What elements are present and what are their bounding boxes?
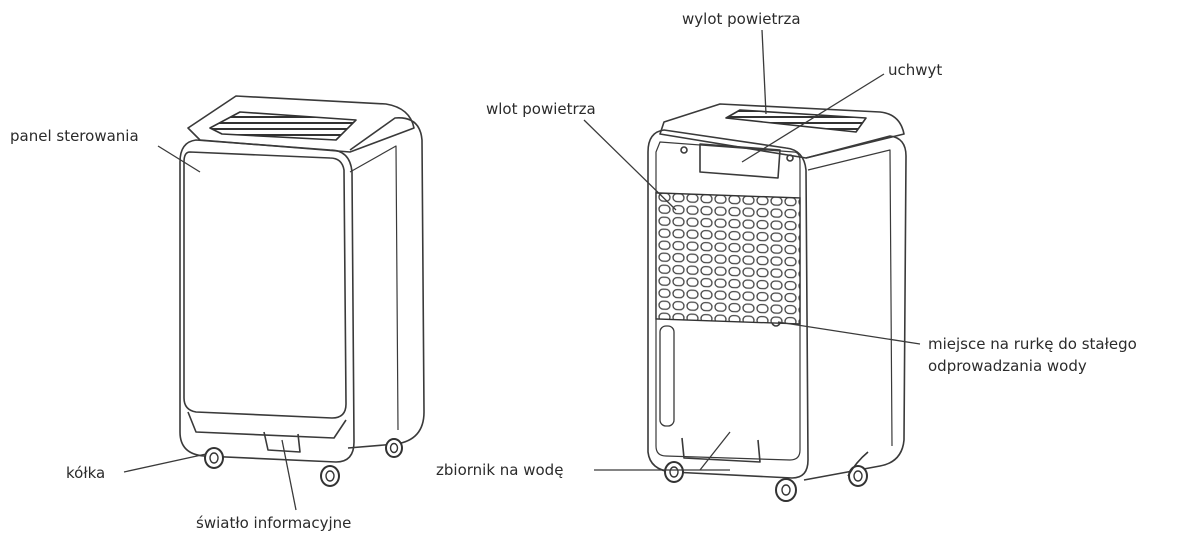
leader-control-panel [157, 145, 201, 173]
front-unit [179, 95, 425, 463]
label-wheels: kółka [66, 464, 106, 482]
rear-top-vent [725, 109, 867, 133]
label-air-outlet: wylot powietrza [682, 10, 801, 28]
rear-tank-handle [681, 437, 761, 463]
front-panel [183, 151, 347, 419]
leader-air-outlet [761, 29, 767, 115]
leader-air-inlet [583, 119, 677, 211]
leader-handle [741, 73, 885, 163]
rear-wheels [664, 461, 868, 502]
rear-handle-recess [699, 143, 781, 179]
rear-tank-window [659, 325, 675, 427]
power-cord [847, 451, 869, 477]
front-top-vent [209, 111, 357, 141]
label-drain-hose-line2: odprowadzania wody [928, 357, 1087, 375]
label-drain-hose-line1: miejsce na rurkę do stałego [928, 335, 1137, 353]
label-water-tank: zbiornik na wodę [436, 461, 564, 479]
rear-intake-grille [655, 192, 801, 325]
rear-unit-top [659, 103, 905, 159]
leader-drain-hose [777, 321, 921, 345]
label-control-panel: panel sterowania [10, 127, 139, 145]
rear-unit-side [803, 135, 907, 481]
front-side-edge [349, 145, 399, 431]
rear-inner-panel [655, 141, 801, 461]
leader-indicator-light [281, 439, 297, 511]
rear-side-edge [807, 149, 893, 447]
front-unit-top [187, 95, 415, 153]
label-handle: uchwyt [888, 61, 943, 79]
leader-wheels [123, 453, 207, 473]
front-unit-front-shell [179, 139, 355, 463]
front-wheels [204, 438, 403, 487]
rear-unit [647, 103, 907, 481]
leader-lines [123, 29, 921, 511]
label-air-inlet: wlot powietrza [486, 100, 596, 118]
front-unit-side [347, 117, 425, 449]
rear-unit-back-shell [647, 129, 809, 479]
label-indicator-light: światło informacyjne [196, 514, 352, 532]
